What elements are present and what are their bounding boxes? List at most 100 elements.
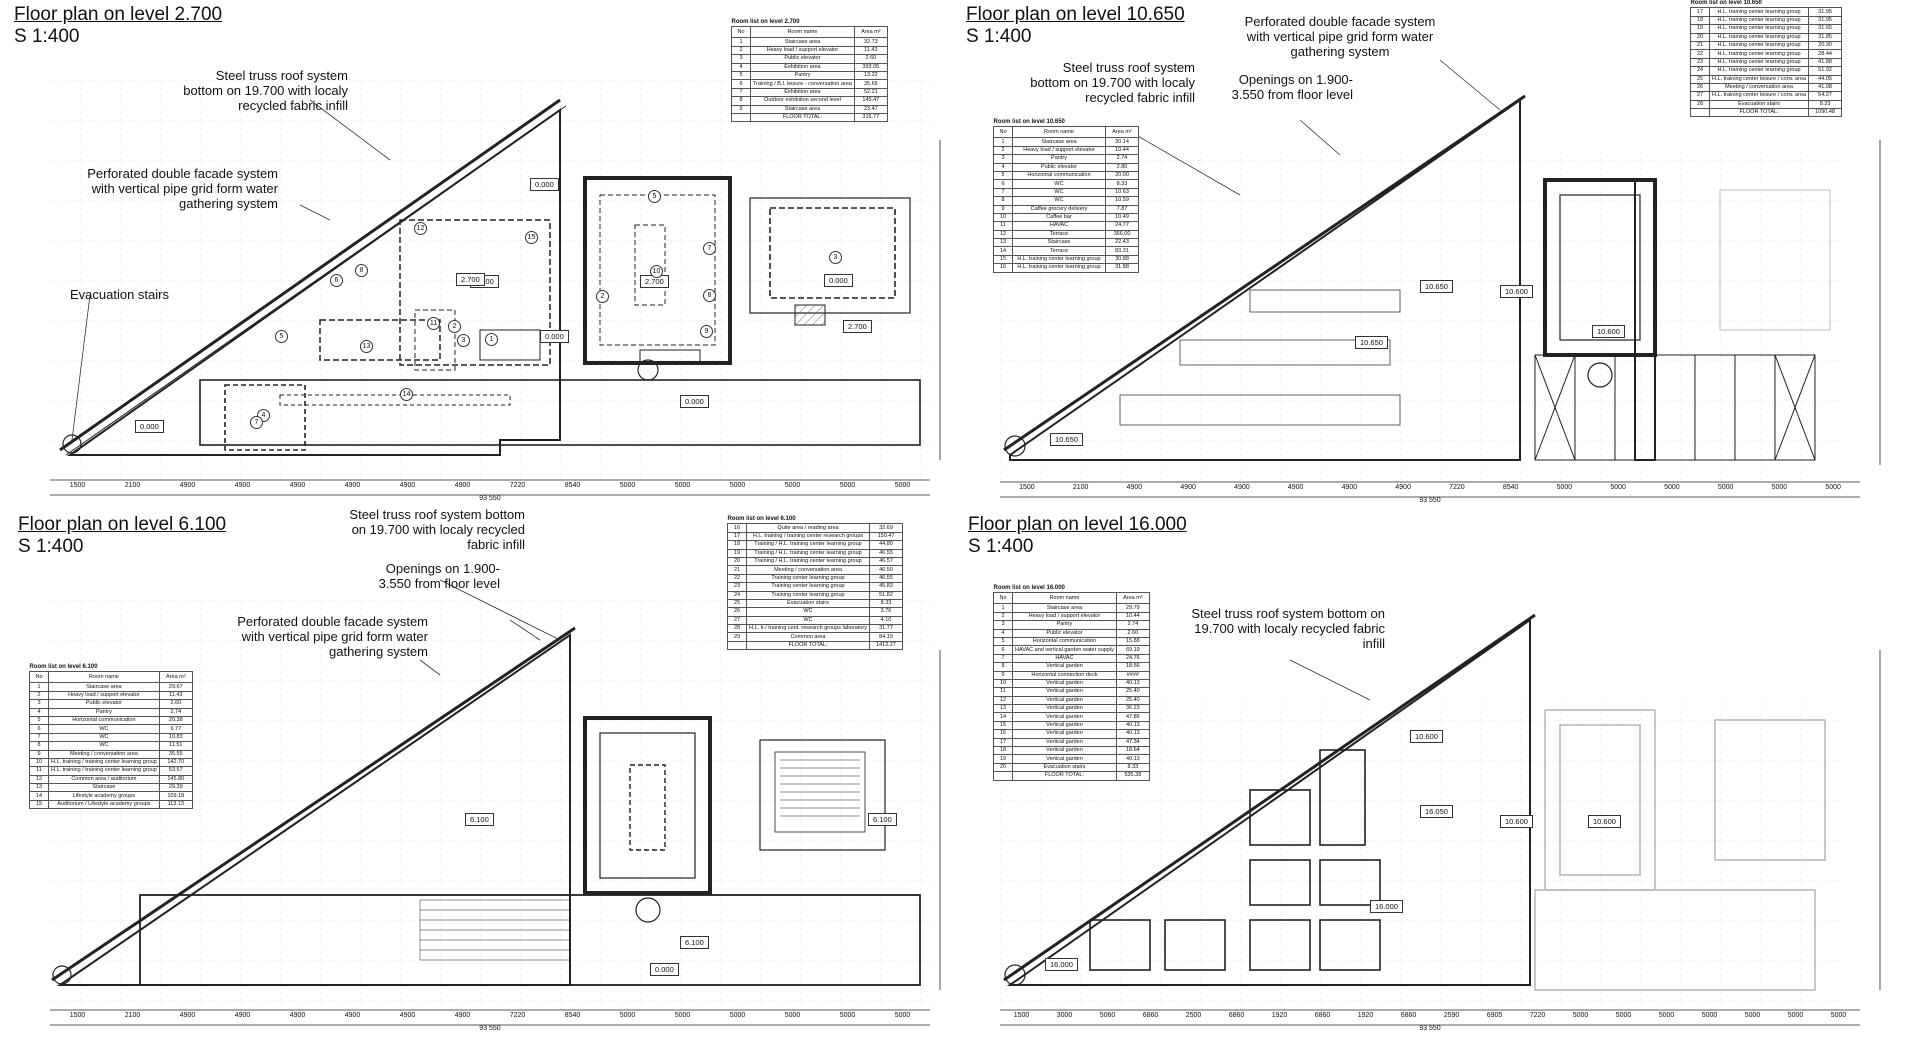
level-mark: 2.700 <box>843 320 872 333</box>
room-area: 84.19 <box>869 632 904 642</box>
room-list-caption: Room list on level 2.700 <box>731 19 800 26</box>
room-name: Horizontal communication <box>1012 636 1117 647</box>
room-number: 29 <box>727 632 747 642</box>
room-name: Vertical garden <box>1012 662 1117 672</box>
room-name: H.L. training center learning group <box>1708 15 1810 26</box>
plan-title: Floor plan on level 16.000 <box>968 514 1187 535</box>
dimension-label: 2100 <box>124 1012 141 1019</box>
room-area: 10.44 <box>1105 145 1139 156</box>
room-number: 3 <box>731 54 751 64</box>
room-number-marker: 7 <box>703 242 716 255</box>
room-name: HAVAC <box>1012 221 1106 231</box>
room-name: Heavy load / support elevator <box>48 690 160 701</box>
room-number: 9 <box>993 670 1013 680</box>
dimension-label: 6860 <box>1314 1012 1331 1019</box>
room-area: 24.77 <box>1105 221 1139 231</box>
col-name: Room name <box>1012 126 1106 139</box>
level-mark: 16.000 <box>1370 900 1403 913</box>
room-area: #### <box>1115 670 1150 680</box>
dimension-label: 4900 <box>344 482 361 489</box>
dimension-label: 5000 <box>1701 1012 1718 1019</box>
dimension-label: 5000 <box>784 1012 801 1019</box>
dimension-label: 5000 <box>1664 484 1680 491</box>
dimension-label: 3000 <box>1056 1012 1073 1019</box>
dimension-label: 4900 <box>234 1012 251 1019</box>
room-name: H.L. training center learning group <box>1012 263 1106 273</box>
room-number: 1 <box>731 37 751 47</box>
dimension-label: 5000 <box>894 482 911 489</box>
room-area: 366.00 <box>1105 229 1139 240</box>
dimension-label: 2590 <box>1443 1012 1460 1019</box>
room-name: Vertical garden <box>1012 687 1117 697</box>
room-name: Vertical garden <box>1012 737 1117 748</box>
room-number: 12 <box>993 695 1013 706</box>
dimension-label: 5000 <box>1572 1012 1589 1019</box>
room-area: 40.13 <box>1115 729 1150 739</box>
roof-note: Steel truss roof system bottom on 19.700… <box>1030 60 1195 105</box>
total-area: 1090.48 <box>1808 108 1843 118</box>
room-number: 11 <box>993 687 1013 697</box>
dimension-label: 4900 <box>179 482 196 489</box>
room-list-caption: Room list on level 6.100 <box>727 516 796 523</box>
room-name: Horizontal communication <box>48 715 160 726</box>
dimension-label: 5000 <box>894 1012 911 1019</box>
room-number: 1 <box>29 682 49 692</box>
dimension-label: 5000 <box>839 482 856 489</box>
dimension-label: 5000 <box>784 482 801 489</box>
room-area: 10.49 <box>1105 212 1139 223</box>
room-name: Staircase <box>48 783 160 793</box>
col-name: Room name <box>750 26 855 39</box>
room-number: 8 <box>29 741 49 751</box>
dimension-total: 93 550 <box>1419 497 1441 504</box>
room-number: 2 <box>731 45 751 56</box>
room-number: 5 <box>29 715 49 726</box>
stairs-note: Evacuation stairs <box>70 287 169 302</box>
room-name: Pantry <box>750 70 855 81</box>
room-name: Staircase area <box>48 682 160 692</box>
plan-2700 <box>50 80 941 496</box>
dimension-label: 5000 <box>839 1012 856 1019</box>
col-no: No <box>731 26 751 39</box>
total-area: 316.77 <box>853 112 888 123</box>
dimension-label: 1920 <box>1271 1012 1288 1019</box>
room-name: H.L. training center learning group <box>1012 254 1106 265</box>
room-name: Training / H.L. training center learning… <box>745 540 871 550</box>
dimension-label: 8540 <box>564 482 581 489</box>
room-number: 15 <box>29 799 49 810</box>
room-name: Caffee bar <box>1012 212 1106 223</box>
room-area: 7.87 <box>1105 204 1139 214</box>
room-name: Staircase area <box>1012 603 1117 613</box>
room-number-marker: 2 <box>596 290 609 303</box>
room-number: 4 <box>29 707 49 717</box>
room-name: Vertical garden <box>1012 678 1117 689</box>
room-name: Horizontal communication <box>1012 170 1106 181</box>
facade-note: Perforated double facade system with ver… <box>1244 14 1436 59</box>
room-number: 15 <box>993 254 1013 265</box>
room-name: WC <box>1012 196 1106 206</box>
plan-title: Floor plan on level 2.700 <box>14 4 223 25</box>
room-number: 10 <box>993 212 1013 223</box>
room-area: 150.47 <box>869 531 904 542</box>
dimension-label: 4900 <box>1341 484 1358 491</box>
room-name: Training center learning group <box>745 582 871 592</box>
dimension-label: 5000 <box>1825 484 1841 491</box>
room-number: 22 <box>727 573 747 584</box>
room-number-marker: 15 <box>525 231 538 244</box>
room-area: 32.73 <box>853 37 888 47</box>
